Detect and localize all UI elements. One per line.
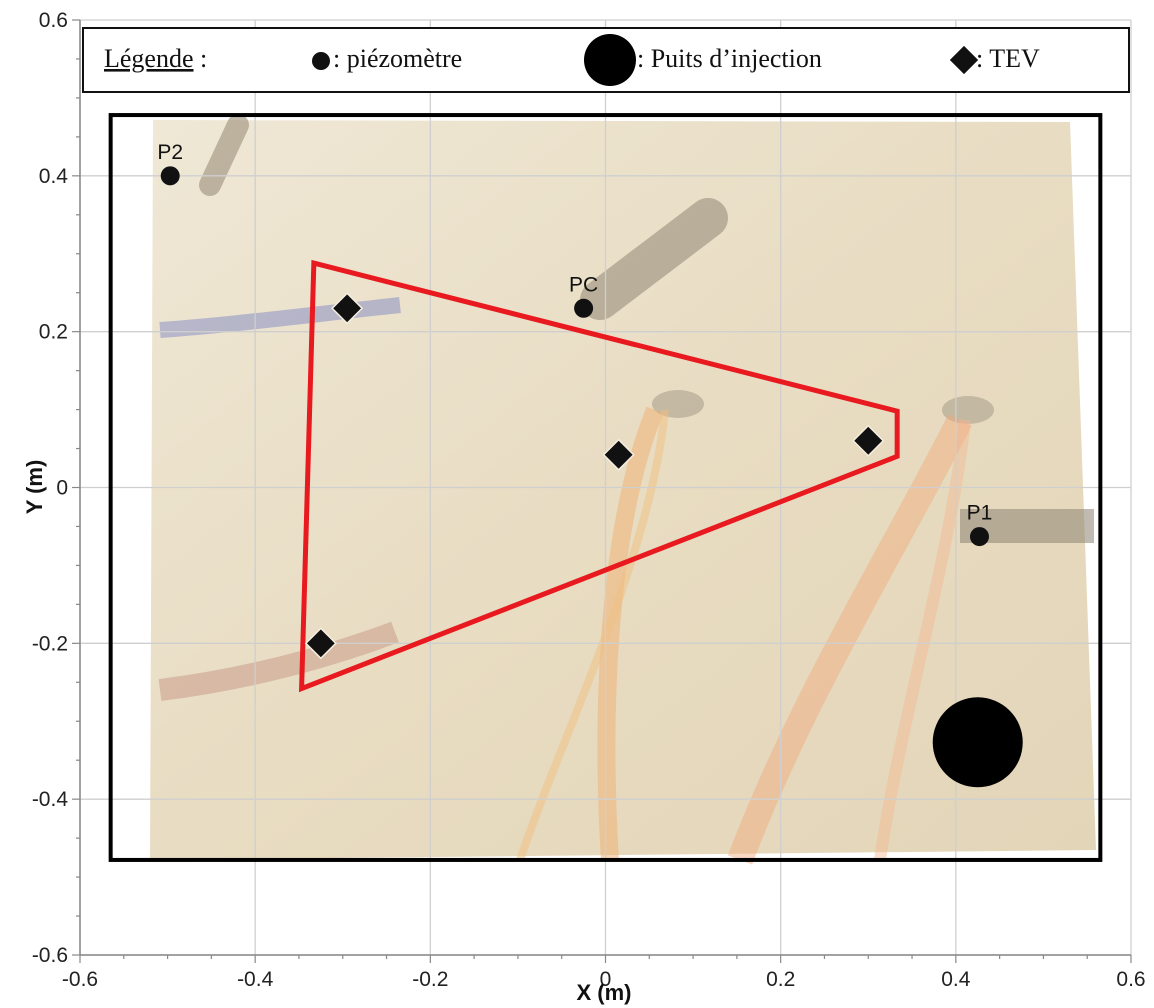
tev-marker xyxy=(331,292,364,325)
tev-marker xyxy=(304,627,337,660)
legend-tev-marker xyxy=(949,45,979,75)
piezometer-label: P2 xyxy=(157,141,183,164)
y-tick-label: -0.4 xyxy=(32,788,69,811)
x-axis-tick-labels: -0.6 -0.4 -0.2 0 0.2 0.4 0.6 xyxy=(62,968,1146,991)
legend-piezometer-marker xyxy=(312,52,330,70)
y-tick-label: -0.6 xyxy=(32,944,68,967)
x-tick-label: -0.4 xyxy=(237,968,274,991)
study-area-rectangle xyxy=(108,113,1103,862)
tev-marker xyxy=(602,438,635,471)
x-axis-title: X (m) xyxy=(577,980,632,1005)
y-tick-label: 0.4 xyxy=(39,165,69,188)
legend-tev-label: : TEV xyxy=(976,44,1040,73)
x-tick-label: 0.2 xyxy=(766,968,795,991)
legend-title: Légende : xyxy=(104,44,207,73)
piezometer-marker xyxy=(160,166,180,186)
x-tick-label: -0.6 xyxy=(62,968,98,991)
x-tick-label: 0.6 xyxy=(1116,968,1145,991)
tev-triangle xyxy=(298,259,900,693)
piezometer-label: PC xyxy=(569,273,598,296)
y-tick-label: 0.6 xyxy=(39,9,68,32)
y-tick-label: 0 xyxy=(56,477,68,500)
piezometer-label: P1 xyxy=(967,502,993,525)
y-axis-tick-labels: -0.6 -0.4 -0.2 0 0.2 0.4 0.6 xyxy=(32,9,69,967)
study-area-frame xyxy=(108,113,1103,862)
y-axis-title: Y (m) xyxy=(22,460,47,515)
legend: Légende : : piézomètre : Puits d’injecti… xyxy=(82,27,1130,93)
axis-ticks xyxy=(72,19,1132,963)
legend-injection-well-marker xyxy=(584,34,636,86)
y-tick-label: -0.2 xyxy=(32,632,68,655)
piezometer-marker xyxy=(574,298,594,318)
tev-marker xyxy=(852,424,885,457)
site-photo-background xyxy=(150,114,1096,865)
legend-injection-well-label: : Puits d’injection xyxy=(637,44,822,73)
x-tick-label: -0.2 xyxy=(412,968,448,991)
x-tick-label: 0.4 xyxy=(941,968,971,991)
legend-piezometer-label: : piézomètre xyxy=(333,44,462,73)
piezometer-marker xyxy=(969,527,989,547)
tev-triangle-outline xyxy=(298,259,900,693)
y-tick-label: 0.2 xyxy=(39,321,68,344)
injection-well-marker xyxy=(932,697,1023,788)
x-tick-label: 0 xyxy=(600,968,612,991)
